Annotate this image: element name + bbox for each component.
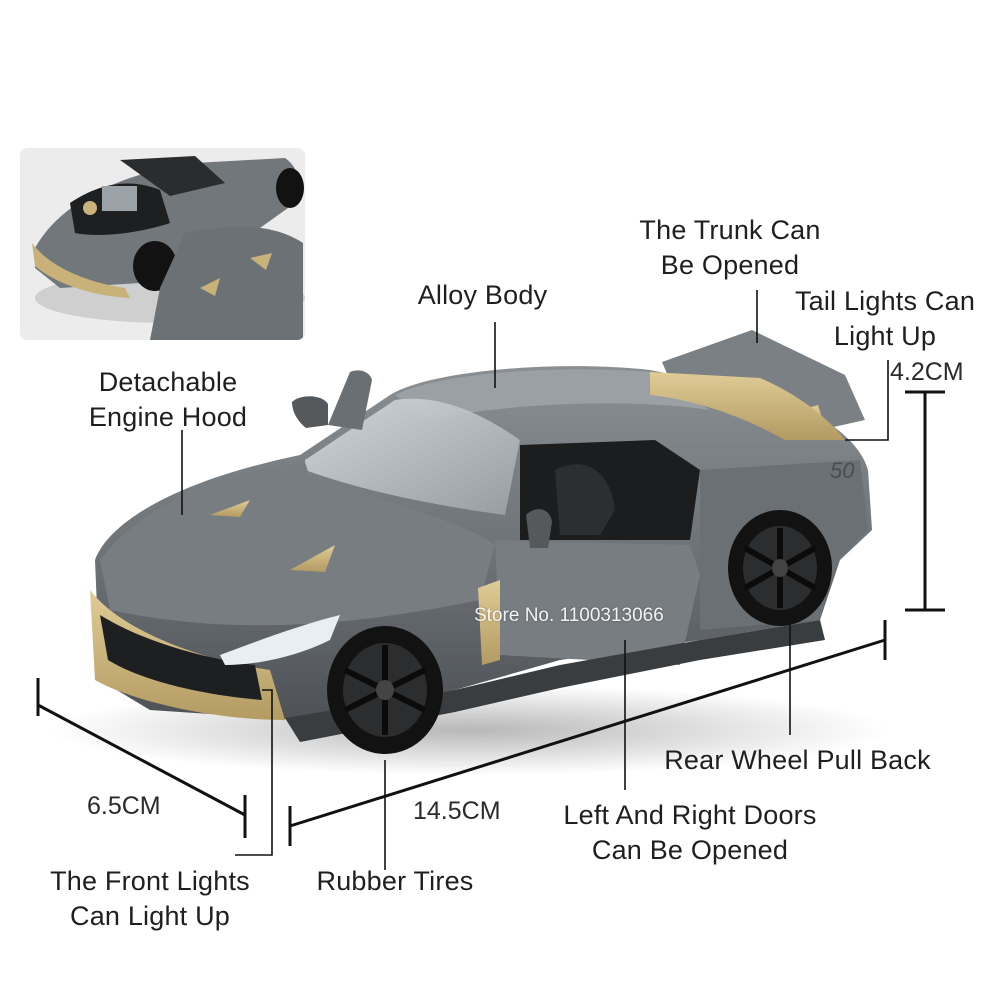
length-dimension: 14.5CM [413,797,501,825]
tail-lights-label-line-1: Tail Lights Can [794,286,976,316]
store-watermark: Store No. 1100313066 [474,605,664,626]
dimension-lines [36,390,945,846]
doors-label-line-2: Can Be Opened [591,835,789,865]
inset-photo [20,148,305,340]
car-body: 50 [90,366,872,742]
trunk-label-line-2: Be Opened [660,250,800,280]
engine-hood-label-line-1: Detachable [98,367,238,397]
front-lights-label-line-2: Can Light Up [70,901,230,931]
front-lights-label: The Front Lights Can Light Up [35,864,265,934]
trunk-label: The Trunk Can Be Opened [615,213,845,283]
width-dimension: 6.5CM [87,792,161,820]
alloy-body-label: Alloy Body [417,280,548,310]
doors-label: Left And Right Doors Can Be Opened [545,798,835,868]
front-lights-label-line-1: The Front Lights [50,866,250,896]
engine-hood-label-line-2: Engine Hood [88,402,248,432]
tail-lights-label: Tail Lights Can Light Up [775,284,995,354]
height-dimension: 4.2CM [890,358,964,386]
front-wheel [327,626,443,754]
tail-lights-label-line-2: Light Up [833,321,937,351]
svg-text:50: 50 [830,458,855,483]
doors-label-line-1: Left And Right Doors [563,800,817,830]
callout-lines [181,290,889,870]
rear-wheel [728,510,832,626]
trunk-label-line-1: The Trunk Can [639,215,821,245]
engine-hood-label: Detachable Engine Hood [68,365,268,435]
rubber-tires-label: Rubber Tires [316,866,474,896]
rear-wheel-label: Rear Wheel Pull Back [664,745,931,775]
